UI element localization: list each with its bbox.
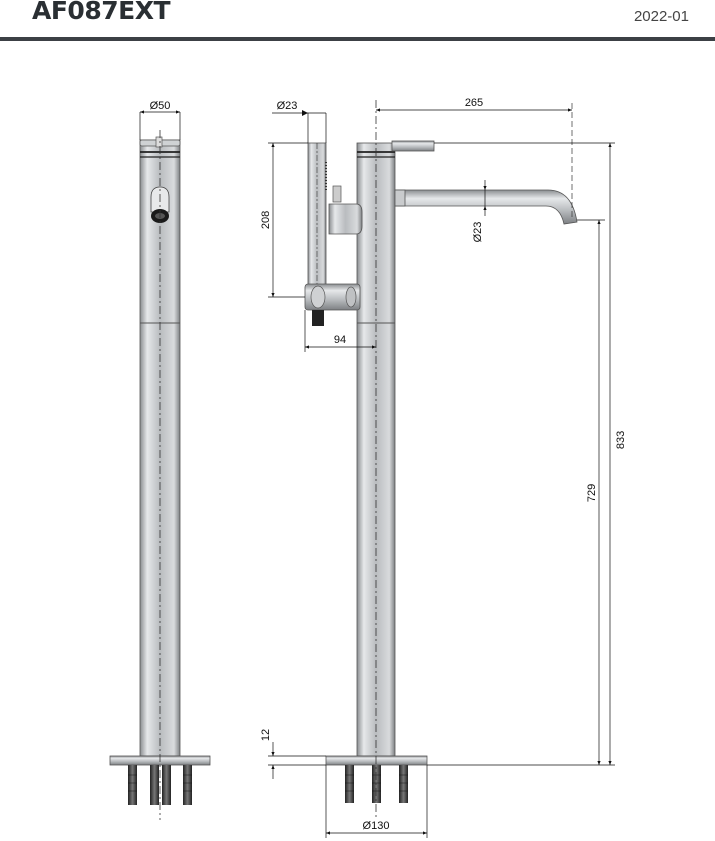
dim-hand-shower-offset: 94 bbox=[334, 334, 346, 346]
mixer-handle bbox=[391, 140, 435, 152]
side-base bbox=[325, 755, 428, 766]
dim-spout-diameter: Ø23 bbox=[472, 222, 484, 243]
side-view: Ø23 265 208 94 Ø23 833 729 12 bbox=[260, 97, 627, 838]
shower-holder bbox=[328, 203, 363, 235]
dim-spout-height: 729 bbox=[586, 484, 598, 502]
dim-spout-reach: 265 bbox=[465, 97, 483, 109]
dim-base-thickness: 12 bbox=[260, 729, 272, 741]
dim-front-diameter: Ø50 bbox=[150, 100, 171, 112]
dim-base-diameter: Ø130 bbox=[363, 820, 390, 832]
front-view: Ø50 bbox=[109, 100, 211, 820]
dim-hand-shower-diameter: Ø23 bbox=[277, 100, 298, 112]
revision-date: 2022-01 bbox=[633, 8, 689, 25]
header-rule bbox=[0, 37, 715, 41]
dim-hand-shower-height: 208 bbox=[260, 211, 272, 229]
spout bbox=[394, 189, 578, 225]
header: AF087EXT 2022-01 bbox=[0, 0, 715, 41]
model-code: AF087EXT bbox=[32, 0, 171, 25]
dim-total-height: 833 bbox=[615, 431, 627, 449]
